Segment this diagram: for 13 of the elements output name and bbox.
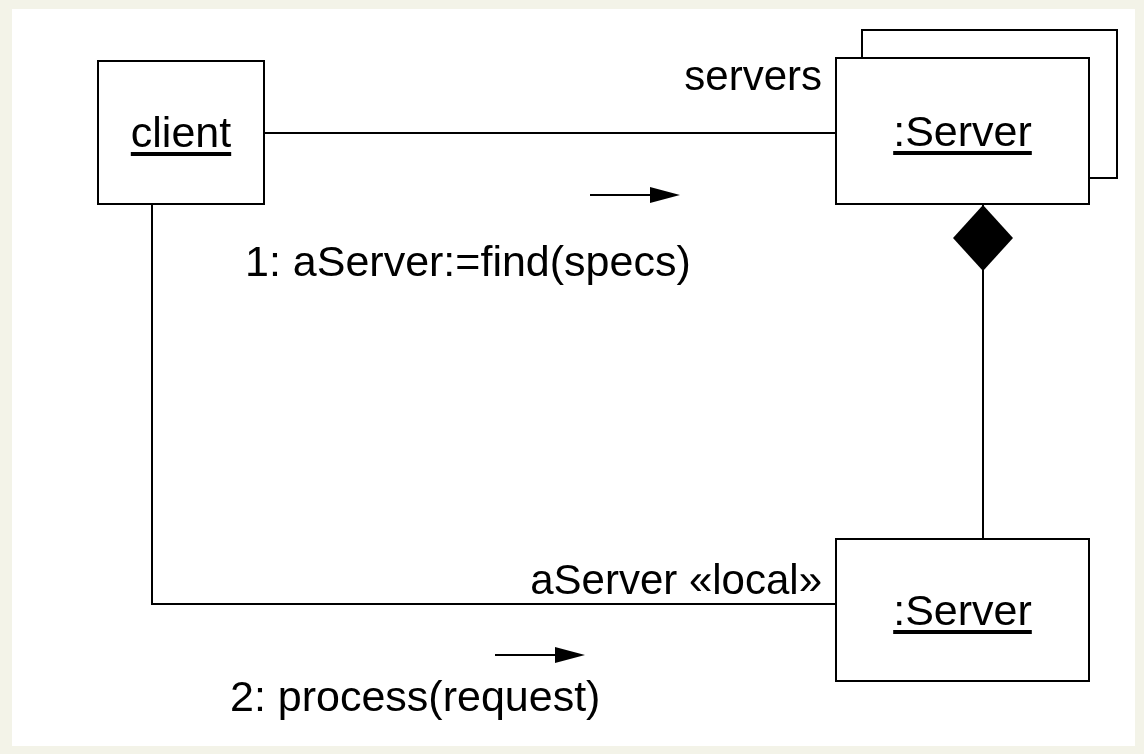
association-line [151, 204, 836, 605]
object-name: :Server [893, 106, 1032, 156]
message-label: 2: process(request) [230, 672, 601, 721]
object-box [835, 538, 1090, 682]
role-name: servers [684, 52, 822, 100]
object-box [97, 60, 265, 205]
role-name: aServer «local» [530, 556, 822, 604]
association-line [264, 132, 836, 134]
composition-connector [953, 204, 1013, 539]
object-box [835, 57, 1090, 205]
object-name: client [130, 108, 232, 157]
message-label: 1: aServer:=find(specs) [245, 237, 691, 286]
object-name: :Server [893, 585, 1032, 635]
